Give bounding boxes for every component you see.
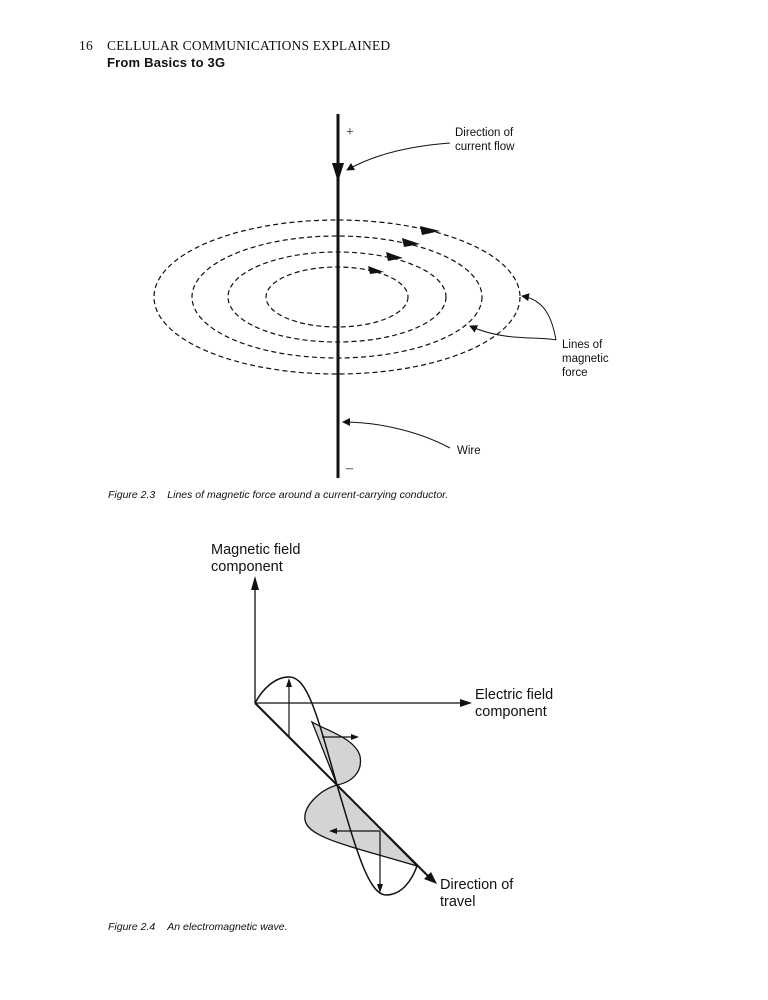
- current-direction-arrowhead: [332, 163, 344, 182]
- electric-axis-arrowhead: [460, 699, 472, 707]
- field-ring-4: [153, 219, 521, 375]
- magnetic-field-label-line2: component: [211, 559, 283, 575]
- running-head: 16 CELLULAR COMMUNICATIONS EXPLAINED From…: [79, 37, 390, 71]
- wire-label: Wire: [457, 445, 481, 457]
- ring-arrow-2: [386, 252, 403, 261]
- axis-arrowheads: [251, 576, 472, 884]
- page-number: 16: [79, 38, 93, 53]
- electric-vector-right-arrowhead: [351, 734, 359, 740]
- current-flow-label-line2: current flow: [455, 141, 515, 153]
- electric-vector-left-arrowhead: [329, 828, 337, 834]
- electric-lobe-upper: [310, 720, 362, 786]
- figure-2-4-caption: Figure 2.4 An electromagnetic wave.: [108, 921, 288, 933]
- field-vectors: [288, 684, 381, 886]
- figure-2-3-diagram: + – Direction of current flow Lines of m…: [153, 114, 609, 478]
- ring-direction-arrows: [368, 226, 440, 274]
- positive-terminal-sign: +: [346, 125, 354, 140]
- lines-of-force-label-line2: magnetic: [562, 353, 609, 365]
- book-title: CELLULAR COMMUNICATIONS EXPLAINED: [107, 38, 391, 53]
- electric-lobe-lower: [304, 784, 418, 867]
- travel-axis-arrowhead: [424, 872, 437, 884]
- lines-of-force-label-line3: force: [562, 367, 588, 379]
- ring-arrow-3: [402, 238, 420, 247]
- lines-of-force-label-line1: Lines of: [562, 339, 603, 351]
- current-flow-label-line1: Direction of: [455, 127, 514, 139]
- travel-direction-label-line2: travel: [440, 894, 475, 910]
- travel-axis-line: [254, 702, 431, 879]
- current-flow-leader: [346, 142, 451, 171]
- ring-arrow-4: [420, 226, 440, 235]
- electric-field-label-line1: Electric field: [475, 687, 553, 703]
- figure-2-4-caption-number: Figure 2.4: [108, 921, 156, 933]
- magnetic-field-label-line1: Magnetic field: [211, 542, 300, 558]
- ring-arrow-1: [368, 266, 384, 274]
- lines-of-force-leader-inner: [469, 325, 557, 341]
- header-line: 16 CELLULAR COMMUNICATIONS EXPLAINED: [79, 37, 390, 54]
- magnetic-vector-down-arrowhead: [377, 884, 383, 893]
- lines-of-force-leader-outer: [521, 293, 557, 341]
- figure-2-3: + – Direction of current flow Lines of m…: [0, 0, 768, 490]
- figure-2-3-caption-number: Figure 2.3: [108, 489, 156, 501]
- magnetic-field-wave: [254, 676, 418, 896]
- magnetic-axis-arrowhead: [251, 576, 259, 590]
- electric-field-lobes: [304, 720, 418, 867]
- figure-2-4-diagram: Magnetic field component Electric field …: [211, 542, 553, 910]
- magnetic-wave-lower-lobe: [336, 784, 418, 896]
- figure-2-3-caption-text: Lines of magnetic force around a current…: [167, 489, 449, 501]
- wire-leader: [342, 418, 451, 449]
- book-subtitle: From Basics to 3G: [107, 55, 226, 70]
- figure-2-4-caption-text: An electromagnetic wave.: [167, 921, 288, 933]
- field-vector-arrowheads: [286, 678, 383, 893]
- magnetic-wave-upper-lobe: [254, 676, 338, 786]
- figure-2-3-caption: Figure 2.3 Lines of magnetic force around…: [108, 489, 448, 501]
- electric-field-label-line2: component: [475, 704, 547, 720]
- travel-direction-label-line1: Direction of: [440, 877, 514, 893]
- figure-2-4: Magnetic field component Electric field …: [0, 530, 768, 920]
- negative-terminal-sign: –: [345, 461, 354, 476]
- magnetic-vector-up-arrowhead: [286, 678, 292, 687]
